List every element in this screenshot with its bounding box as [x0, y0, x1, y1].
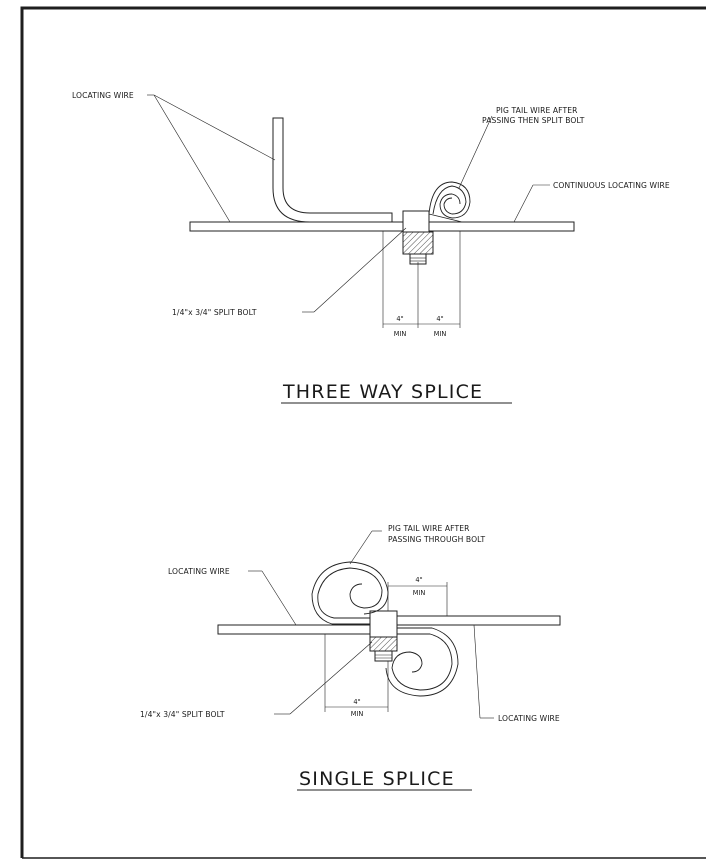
- single-leader-locating-left: [261, 570, 297, 626]
- three-way-pigtail-spiral: [428, 181, 471, 219]
- three-way-leader-locating-1: [153, 94, 231, 223]
- single-leader-pigtail: [349, 530, 373, 565]
- single-bolt-thread: [374, 650, 393, 662]
- single-splice-detail: 4" MIN 4" MIN PIG TAIL WIRE AFTER PASSIN…: [140, 524, 561, 791]
- single-locating-wire-left-label: LOCATING WIRE: [168, 567, 230, 576]
- single-pigtail-label-1: PIG TAIL WIRE AFTER: [388, 524, 470, 533]
- three-way-bolt-nut: [402, 231, 434, 255]
- three-way-continuous-label: CONTINUOUS LOCATING WIRE: [553, 181, 670, 190]
- three-way-main-wire: [189, 221, 575, 232]
- single-left-wire: [217, 624, 381, 635]
- sheet-border: [20, 6, 706, 858]
- three-way-leader-continuous: [513, 184, 534, 223]
- single-lower-pigtail: [391, 633, 453, 691]
- three-way-splice-detail: 4" MIN 4" MIN LOCATING WIRE PIG TAIL WIR…: [72, 91, 670, 404]
- single-bolt-label: 1/4"x 3/4" SPLIT BOLT: [140, 710, 225, 719]
- single-dim-top-value: 4": [415, 576, 422, 584]
- single-dim-bottom-value: 4": [353, 698, 360, 706]
- three-way-dim-right-unit: MIN: [434, 330, 447, 338]
- three-way-leader-bolt: [313, 227, 407, 313]
- single-dim-bottom-unit: MIN: [351, 710, 364, 718]
- three-way-dim-left-value: 4": [396, 315, 403, 323]
- three-way-dim-right-value: 4": [436, 315, 443, 323]
- three-way-leader-pigtail: [458, 115, 493, 189]
- single-leader-locating-right: [473, 624, 481, 719]
- single-dim-top-unit: MIN: [413, 589, 426, 597]
- single-right-wire: [379, 615, 561, 626]
- single-bolt-body: [369, 610, 398, 638]
- three-way-locating-wire-label: LOCATING WIRE: [72, 91, 134, 100]
- single-pigtail-label-2: PASSING THROUGH BOLT: [388, 535, 485, 544]
- three-way-bent-locating-wire: [272, 117, 393, 223]
- three-way-leader-locating-2: [153, 94, 276, 161]
- three-way-dim-left-unit: MIN: [394, 330, 407, 338]
- single-leader-bolt: [289, 641, 373, 715]
- single-upper-pigtail: [317, 567, 383, 619]
- three-way-bolt-label: 1/4"x 3/4" SPLIT BOLT: [172, 308, 257, 317]
- three-way-pigtail-label-2: PASSING THEN SPLIT BOLT: [482, 116, 585, 125]
- three-way-pigtail-label-1: PIG TAIL WIRE AFTER: [496, 106, 578, 115]
- single-title: SINGLE SPLICE: [299, 768, 455, 790]
- three-way-title: THREE WAY SPLICE: [282, 381, 483, 403]
- single-bolt-nut: [369, 636, 398, 652]
- three-way-bolt-body: [402, 210, 430, 233]
- single-locating-wire-right-label: LOCATING WIRE: [498, 714, 560, 723]
